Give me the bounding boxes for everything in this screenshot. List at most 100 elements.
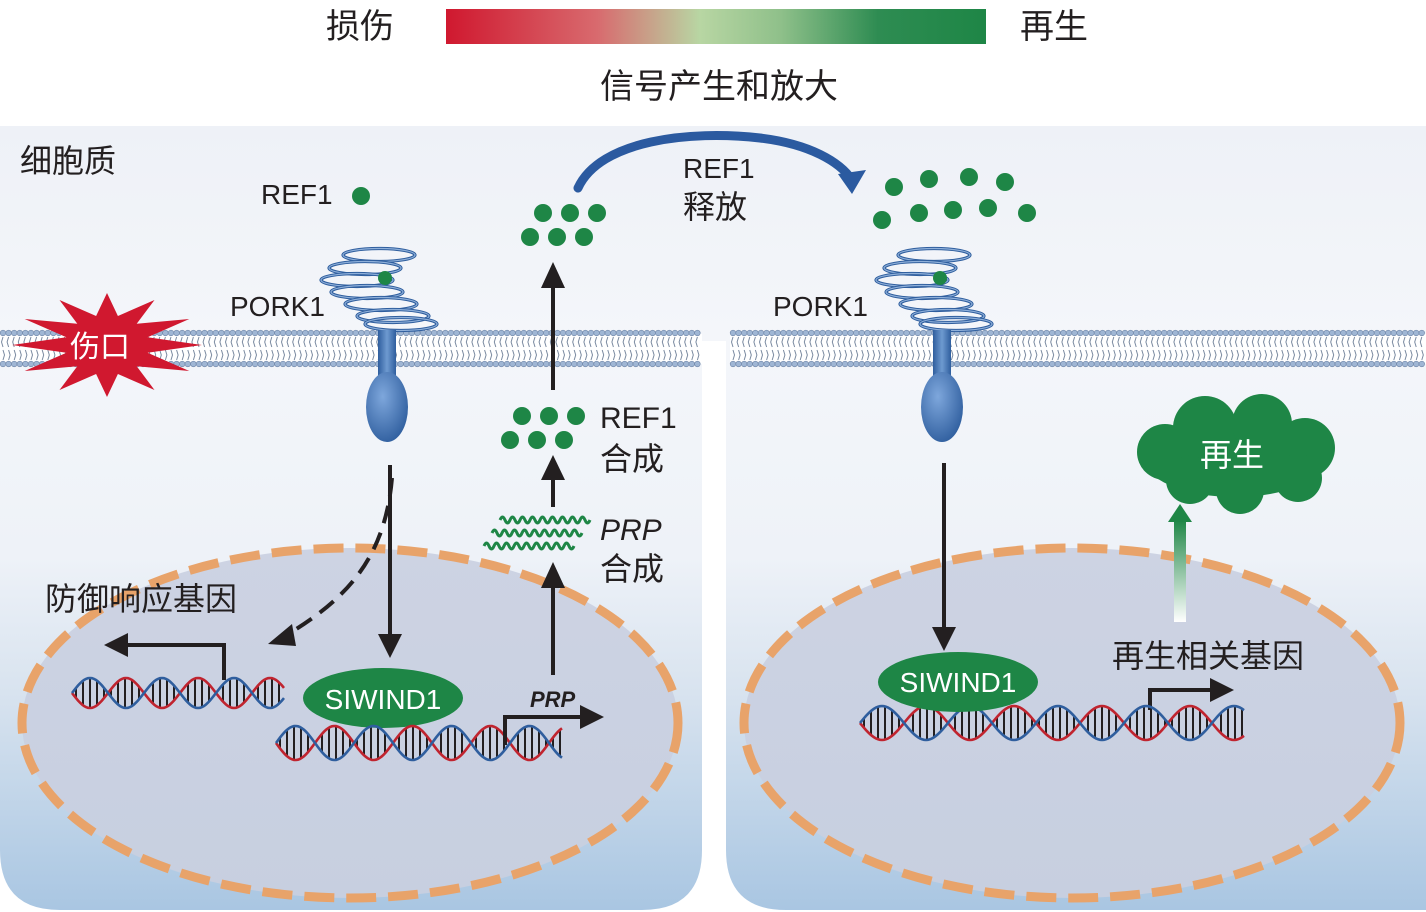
lipid-head xyxy=(752,329,759,337)
lipid-head xyxy=(797,329,804,337)
lipid-head xyxy=(1228,360,1235,368)
lipid-head xyxy=(1194,360,1201,368)
lipid-head xyxy=(1217,329,1224,337)
lipid-head xyxy=(819,329,826,337)
lipid-head xyxy=(830,360,837,368)
lipid-head xyxy=(235,329,242,337)
defense-promoter-arrowhead xyxy=(104,633,128,657)
lipid-head xyxy=(1105,329,1112,337)
lipid-head xyxy=(1323,360,1330,368)
lipid-head xyxy=(1105,360,1112,368)
lipid-head xyxy=(1413,360,1420,368)
lipid-head xyxy=(1396,360,1403,368)
lipid-head xyxy=(841,329,849,337)
lipid-head xyxy=(1054,329,1061,337)
lipid-head xyxy=(1256,360,1263,368)
lipid-head xyxy=(683,360,690,368)
regen-genes-label: 再生相关基因 xyxy=(1112,637,1304,675)
lipid-head xyxy=(464,360,471,368)
lipid-head xyxy=(808,360,815,368)
lipid-head xyxy=(358,329,365,337)
lipid-head xyxy=(746,360,753,368)
lipid-head xyxy=(1009,329,1017,337)
lipid-head xyxy=(207,360,214,368)
lipid-head xyxy=(1004,329,1011,337)
lipid-head xyxy=(1099,360,1106,368)
lipid-head xyxy=(813,360,821,368)
lipid-head xyxy=(1362,360,1369,368)
legend-right-label: 再生 xyxy=(1020,7,1088,47)
lipid-head xyxy=(1172,360,1179,368)
lipid-head xyxy=(279,360,287,368)
lipid-head xyxy=(959,360,966,368)
lipid-head xyxy=(604,360,611,368)
lipid-head xyxy=(218,360,225,368)
lipid-head xyxy=(1021,360,1028,368)
lipid-head xyxy=(313,360,320,368)
lipid-head xyxy=(179,329,186,337)
lipid-head xyxy=(1060,329,1067,337)
lipid-head xyxy=(892,360,899,368)
lipid-head xyxy=(279,329,287,337)
lipid-head xyxy=(1093,360,1101,368)
lipid-head xyxy=(1233,360,1241,368)
lipid-head xyxy=(520,329,527,337)
lipid-head xyxy=(1161,329,1168,337)
lipid-head xyxy=(976,360,983,368)
lipid-head xyxy=(1245,329,1252,337)
lipid-head xyxy=(1301,329,1308,337)
left-siwind1 xyxy=(303,668,463,728)
lipid-head xyxy=(1301,360,1308,368)
ref1-exported-dots xyxy=(521,204,606,246)
lipid-head xyxy=(903,329,910,337)
lipid-head xyxy=(291,329,298,337)
ref1-dot xyxy=(528,431,546,449)
lipid-head xyxy=(408,360,415,368)
regen-up-arrowhead xyxy=(1168,504,1192,522)
lipid-head xyxy=(1149,329,1157,337)
lipid-head xyxy=(785,329,793,337)
lipid-head xyxy=(1351,360,1358,368)
lipid-head xyxy=(442,360,449,368)
lipid-head xyxy=(981,360,989,368)
lipid-head xyxy=(780,329,787,337)
lipid-head xyxy=(184,360,191,368)
prp-mrna-waves xyxy=(482,515,592,551)
ref1-synth-dots xyxy=(501,407,585,449)
lipid-head xyxy=(363,329,371,337)
lipid-head xyxy=(1054,360,1061,368)
lipid-head xyxy=(1065,329,1073,337)
lipid-head xyxy=(431,360,438,368)
lipid-head xyxy=(1345,329,1353,337)
lipid-head xyxy=(1211,329,1218,337)
lipid-head xyxy=(892,329,899,337)
lipid-head xyxy=(774,360,781,368)
lipid-head xyxy=(1250,329,1257,337)
lipid-head xyxy=(425,360,432,368)
right-pork1-receptor xyxy=(874,246,994,442)
lipid-head xyxy=(1177,360,1185,368)
lipid-head xyxy=(621,329,628,337)
lipid-head xyxy=(1312,329,1319,337)
lipid-head xyxy=(291,360,298,368)
right-membrane xyxy=(729,329,1426,368)
lipid-head xyxy=(1110,329,1117,337)
lipid-head xyxy=(5,360,12,368)
lipid-head xyxy=(195,360,203,368)
ref1-dot xyxy=(540,407,558,425)
lipid-head xyxy=(335,360,343,368)
lipid-head xyxy=(296,360,303,368)
lipid-head xyxy=(1312,360,1319,368)
lipid-head xyxy=(503,360,511,368)
lipid-head xyxy=(22,329,29,337)
lipid-head xyxy=(920,329,927,337)
right-siwind1-label: SIWIND1 xyxy=(900,667,1017,698)
lipid-head xyxy=(1329,360,1336,368)
lipid-head xyxy=(1037,360,1045,368)
lipid-head xyxy=(1396,329,1403,337)
ref1-synth-label: REF1 xyxy=(600,402,677,435)
lipid-head xyxy=(694,329,701,337)
left-pork1-receptor xyxy=(319,246,439,442)
lipid-head xyxy=(0,329,7,337)
lipid-head xyxy=(1138,360,1145,368)
